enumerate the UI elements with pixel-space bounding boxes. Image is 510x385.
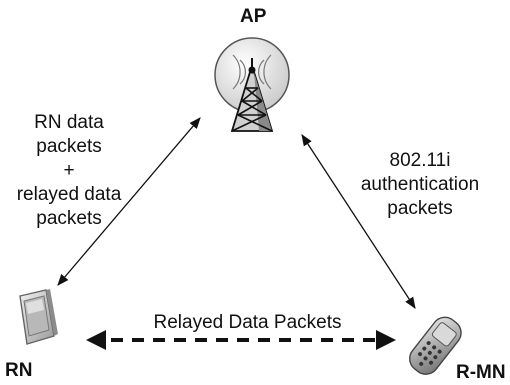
rn-rmn-link-label: Relayed Data Packets	[153, 312, 342, 333]
ap-rmn-link-label: 802.11i authentication packets	[345, 149, 495, 221]
rn-ap-label-line: packets	[36, 208, 102, 229]
rn-ap-label-line: +	[63, 160, 75, 181]
rn-ap-label-line: relayed data	[16, 184, 122, 205]
mobile-phone-icon	[409, 316, 462, 375]
ap-rmn-label-line: 802.11i	[389, 150, 451, 171]
rn-label: RN	[5, 360, 33, 381]
rn-ap-link-arrow	[57, 117, 201, 286]
ap-rmn-link-arrow	[301, 134, 416, 309]
ap-label: AP	[240, 6, 267, 27]
rmn-label: R-MN	[456, 362, 506, 383]
ap-rmn-label-line: authentication	[360, 174, 480, 195]
rn-ap-label-line: packets	[36, 136, 102, 157]
ap-rmn-label-line: packets	[387, 198, 453, 219]
rn-ap-link-label: RN data packets + relayed data packets	[0, 111, 138, 231]
pda-device-icon	[19, 289, 58, 345]
radio-tower-icon	[214, 37, 290, 132]
rn-ap-label-line: RN data	[34, 112, 104, 133]
